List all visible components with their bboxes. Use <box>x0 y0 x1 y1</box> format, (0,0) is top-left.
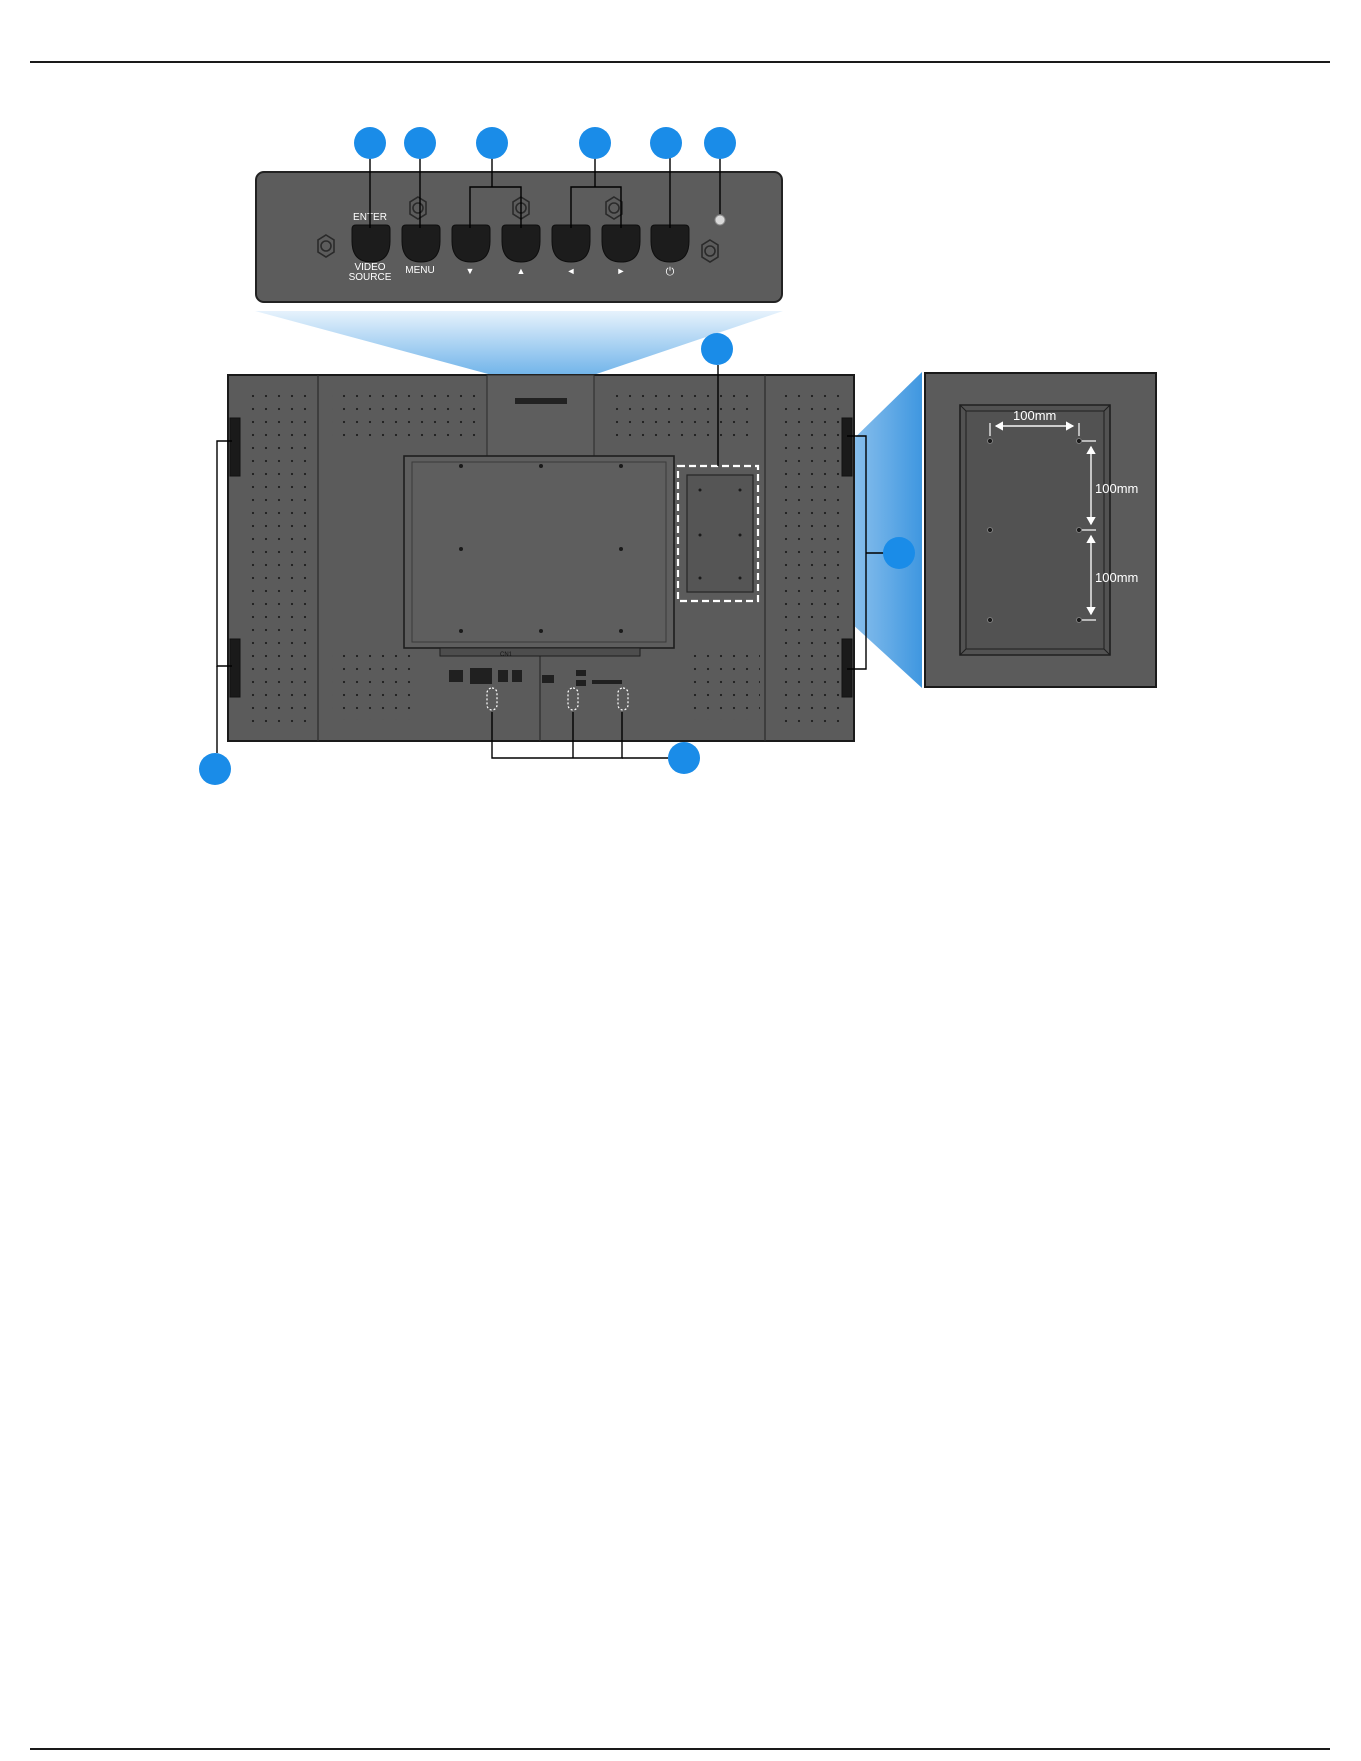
callout-marker <box>579 127 611 159</box>
left-label: ◄ <box>567 266 576 276</box>
enter-button[interactable] <box>352 225 390 262</box>
power-button[interactable] <box>651 225 689 262</box>
side-handle[interactable] <box>230 639 240 697</box>
monitor-rear: CN1 <box>228 375 854 741</box>
up-label: ▲ <box>517 266 526 276</box>
callout-marker <box>650 127 682 159</box>
down-label: ▼ <box>466 266 475 276</box>
callout-marker <box>404 127 436 159</box>
connector-strip-label: CN1 <box>500 652 513 658</box>
up-button[interactable] <box>502 225 540 262</box>
down-button[interactable] <box>452 225 490 262</box>
callout-marker <box>701 333 733 365</box>
vertical-spacing-lower-label: 100mm <box>1095 570 1138 585</box>
menu-button[interactable] <box>402 225 440 262</box>
callout-marker <box>668 742 700 774</box>
source-label: SOURCE <box>349 272 392 283</box>
callout-marker <box>354 127 386 159</box>
side-handle[interactable] <box>230 418 240 476</box>
ir-sensor <box>715 215 725 225</box>
mount-detail-inset: 100mm 100mm 100mm <box>925 373 1156 687</box>
vesa-mount-plate <box>687 475 753 592</box>
callout-marker <box>883 537 915 569</box>
callout-marker <box>476 127 508 159</box>
side-handle[interactable] <box>842 639 852 697</box>
power-label: ⏻ <box>666 266 675 278</box>
left-button[interactable] <box>552 225 590 262</box>
right-label: ► <box>617 266 626 276</box>
menu-label: MENU <box>405 265 434 276</box>
horizontal-spacing-label: 100mm <box>1013 408 1056 423</box>
control-panel: ENTER VIDEO SOURCE MENU ▼ ▲ ◄ ► ⏻ <box>256 172 782 302</box>
vertical-spacing-upper-label: 100mm <box>1095 481 1138 496</box>
right-button[interactable] <box>602 225 640 262</box>
side-handle[interactable] <box>842 418 852 476</box>
callout-marker <box>704 127 736 159</box>
callout-marker <box>199 753 231 785</box>
